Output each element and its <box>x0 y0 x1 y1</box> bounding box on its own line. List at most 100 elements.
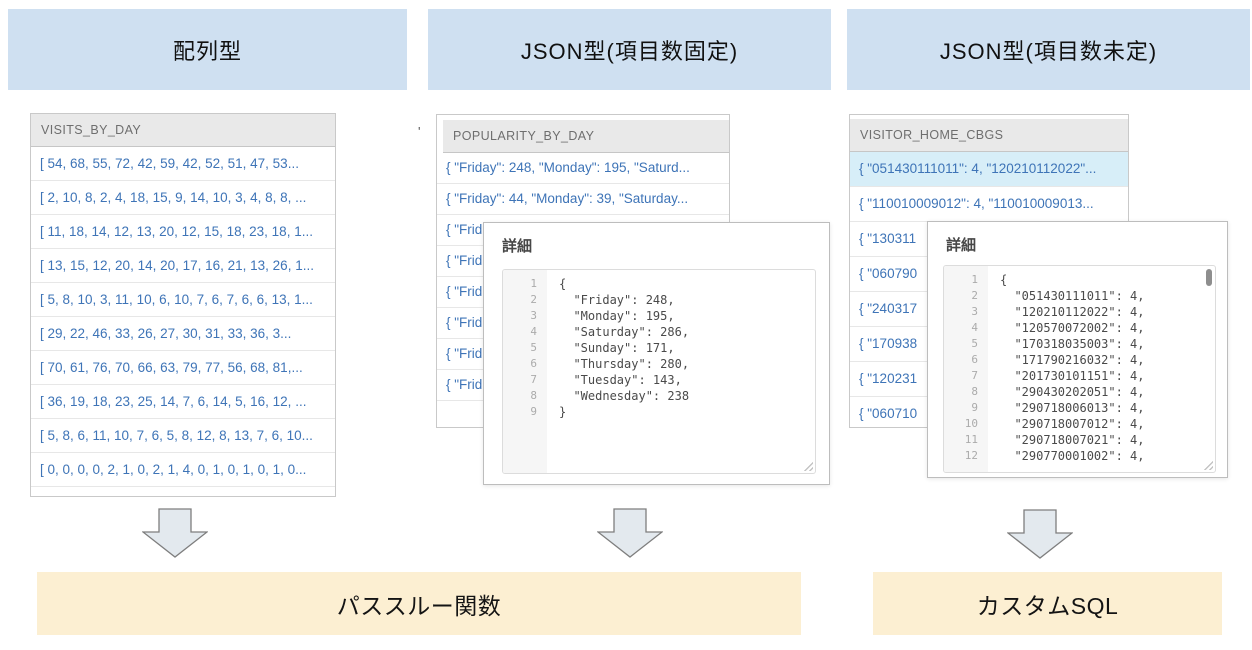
line-text: "120570072002": 4, <box>1000 321 1145 335</box>
line-text: "170318035003": 4, <box>1000 337 1145 351</box>
code-line: 9} <box>503 404 815 420</box>
detail-popup-title: 詳細 <box>502 238 533 255</box>
code-line: 2 "051430111011": 4, <box>944 288 1215 304</box>
category-header-array-type: 配列型 <box>8 9 407 90</box>
category-header-label: JSON型(項目数固定) <box>520 38 739 64</box>
line-text: "051430111011": 4, <box>1000 289 1145 303</box>
table-row[interactable]: { "Friday": 44, "Monday": 39, "Saturday.… <box>437 184 729 215</box>
line-text: "Wednesday": 238 <box>559 389 690 403</box>
down-arrow-icon <box>597 508 663 558</box>
json-code-area[interactable]: 1{ 2 "Friday": 248, 3 "Monday": 195, 4 "… <box>502 269 816 474</box>
json-code: 1{ 2 "051430111011": 4, 3 "120210112022"… <box>944 272 1215 464</box>
code-line: 4 "Saturday": 286, <box>503 324 815 340</box>
line-text: "Friday": 248, <box>559 293 675 307</box>
code-line: 12 "290770001002": 4, <box>944 448 1215 464</box>
cropped-text-fragment: ' <box>418 124 421 139</box>
code-line: 7 "Tuesday": 143, <box>503 372 815 388</box>
detail-popup-visitor-cbgs: 詳細 1{ 2 "051430111011": 4, 3 "1202101120… <box>927 221 1228 478</box>
line-number-gutter <box>503 270 547 473</box>
line-number: 3 <box>971 305 978 318</box>
line-number: 3 <box>530 309 537 322</box>
resize-handle[interactable] <box>802 460 813 471</box>
line-text: "290718007012": 4, <box>1000 417 1145 431</box>
table-row[interactable]: { "060710 <box>850 397 1128 427</box>
table-row[interactable]: [ 0, 0, 0, 0, 2, 1, 0, 2, 1, 4, 0, 1, 0,… <box>31 453 335 487</box>
line-number: 2 <box>530 293 537 306</box>
line-number: 8 <box>971 385 978 398</box>
line-number: 12 <box>964 449 978 462</box>
line-number: 9 <box>971 401 978 414</box>
table-row[interactable]: { "Friday": 248, "Monday": 195, "Saturd.… <box>437 153 729 184</box>
line-number: 1 <box>530 277 537 290</box>
table-row-selected[interactable]: { "051430111011": 4, "120210112022"... <box>850 152 1128 187</box>
line-number: 1 <box>971 273 978 286</box>
code-line: 8 "Wednesday": 238 <box>503 388 815 404</box>
line-number: 10 <box>964 417 978 430</box>
code-line: 5 "Sunday": 171, <box>503 340 815 356</box>
code-line: 7 "201730101151": 4, <box>944 368 1215 384</box>
json-code-area[interactable]: 1{ 2 "051430111011": 4, 3 "120210112022"… <box>943 265 1216 473</box>
line-text: "Monday": 195, <box>559 309 675 323</box>
line-number: 4 <box>530 325 537 338</box>
table-row[interactable]: [ 5, 8, 10, 3, 11, 10, 6, 10, 7, 6, 7, 6… <box>31 283 335 317</box>
code-line: 1{ <box>944 272 1215 288</box>
code-line: 6 "Thursday": 280, <box>503 356 815 372</box>
code-line: 9 "290718006013": 4, <box>944 400 1215 416</box>
line-text: "290770001002": 4, <box>1000 449 1145 463</box>
line-number-gutter <box>944 266 988 472</box>
line-number: 9 <box>530 405 537 418</box>
code-line: 11 "290718007021": 4, <box>944 432 1215 448</box>
banner-label: カスタムSQL <box>976 592 1119 619</box>
table-row[interactable]: [ 36, 19, 18, 23, 25, 14, 7, 6, 14, 5, 1… <box>31 385 335 419</box>
banner-label: パススルー関数 <box>336 592 502 619</box>
resize-handle[interactable] <box>1202 459 1213 470</box>
line-number: 11 <box>964 433 978 446</box>
code-line: 8 "290430202051": 4, <box>944 384 1215 400</box>
code-line: 3 "Monday": 195, <box>503 308 815 324</box>
line-text: "Saturday": 286, <box>559 325 690 339</box>
table-row[interactable]: [ 13, 15, 12, 20, 14, 20, 17, 16, 21, 13… <box>31 249 335 283</box>
table-row[interactable]: [ 2, 10, 8, 2, 4, 18, 15, 9, 14, 10, 3, … <box>31 181 335 215</box>
line-number: 4 <box>971 321 978 334</box>
table-row[interactable]: [ 11, 18, 14, 12, 13, 20, 12, 15, 18, 23… <box>31 215 335 249</box>
line-text: "171790216032": 4, <box>1000 353 1145 367</box>
line-text: "120210112022": 4, <box>1000 305 1145 319</box>
line-number: 5 <box>971 337 978 350</box>
banner-passthrough-function: パススルー関数 <box>37 572 801 635</box>
table-row[interactable]: { "110010009012": 4, "110010009013... <box>850 187 1128 222</box>
code-line: 10 "290718007012": 4, <box>944 416 1215 432</box>
line-text: "201730101151": 4, <box>1000 369 1145 383</box>
column-header: VISITOR_HOME_CBGS <box>850 119 1128 152</box>
down-arrow-icon <box>142 508 208 558</box>
table-row[interactable]: [ 70, 61, 76, 70, 66, 63, 79, 77, 56, 68… <box>31 351 335 385</box>
line-number: 5 <box>530 341 537 354</box>
column-header: POPULARITY_BY_DAY <box>443 120 729 153</box>
line-text: "290718007021": 4, <box>1000 433 1145 447</box>
code-line: 3 "120210112022": 4, <box>944 304 1215 320</box>
line-number: 7 <box>971 369 978 382</box>
table-row[interactable]: [ 5, 8, 6, 11, 10, 7, 6, 5, 8, 12, 8, 13… <box>31 419 335 453</box>
line-text: { <box>1000 273 1008 287</box>
json-code: 1{ 2 "Friday": 248, 3 "Monday": 195, 4 "… <box>503 276 815 420</box>
line-text: "Tuesday": 143, <box>559 373 682 387</box>
code-line: 1{ <box>503 276 815 292</box>
category-header-label: 配列型 <box>172 38 242 64</box>
line-text: { <box>559 277 567 291</box>
code-line: 2 "Friday": 248, <box>503 292 815 308</box>
line-number: 2 <box>971 289 978 302</box>
scrollbar-thumb[interactable] <box>1206 269 1212 286</box>
category-header-label: JSON型(項目数未定) <box>939 38 1158 64</box>
column-header: VISITS_BY_DAY <box>31 114 335 147</box>
line-text: "290718006013": 4, <box>1000 401 1145 415</box>
line-number: 6 <box>530 357 537 370</box>
category-header-json-fixed: JSON型(項目数固定) <box>428 9 831 90</box>
line-text: "290430202051": 4, <box>1000 385 1145 399</box>
code-line: 4 "120570072002": 4, <box>944 320 1215 336</box>
table-row[interactable]: [ 54, 68, 55, 72, 42, 59, 42, 52, 51, 47… <box>31 147 335 181</box>
line-number: 8 <box>530 389 537 402</box>
down-arrow-icon <box>1007 509 1073 559</box>
line-text: } <box>559 405 567 419</box>
category-header-json-variable: JSON型(項目数未定) <box>847 9 1250 90</box>
table-row[interactable]: [ 29, 22, 46, 33, 26, 27, 30, 31, 33, 36… <box>31 317 335 351</box>
